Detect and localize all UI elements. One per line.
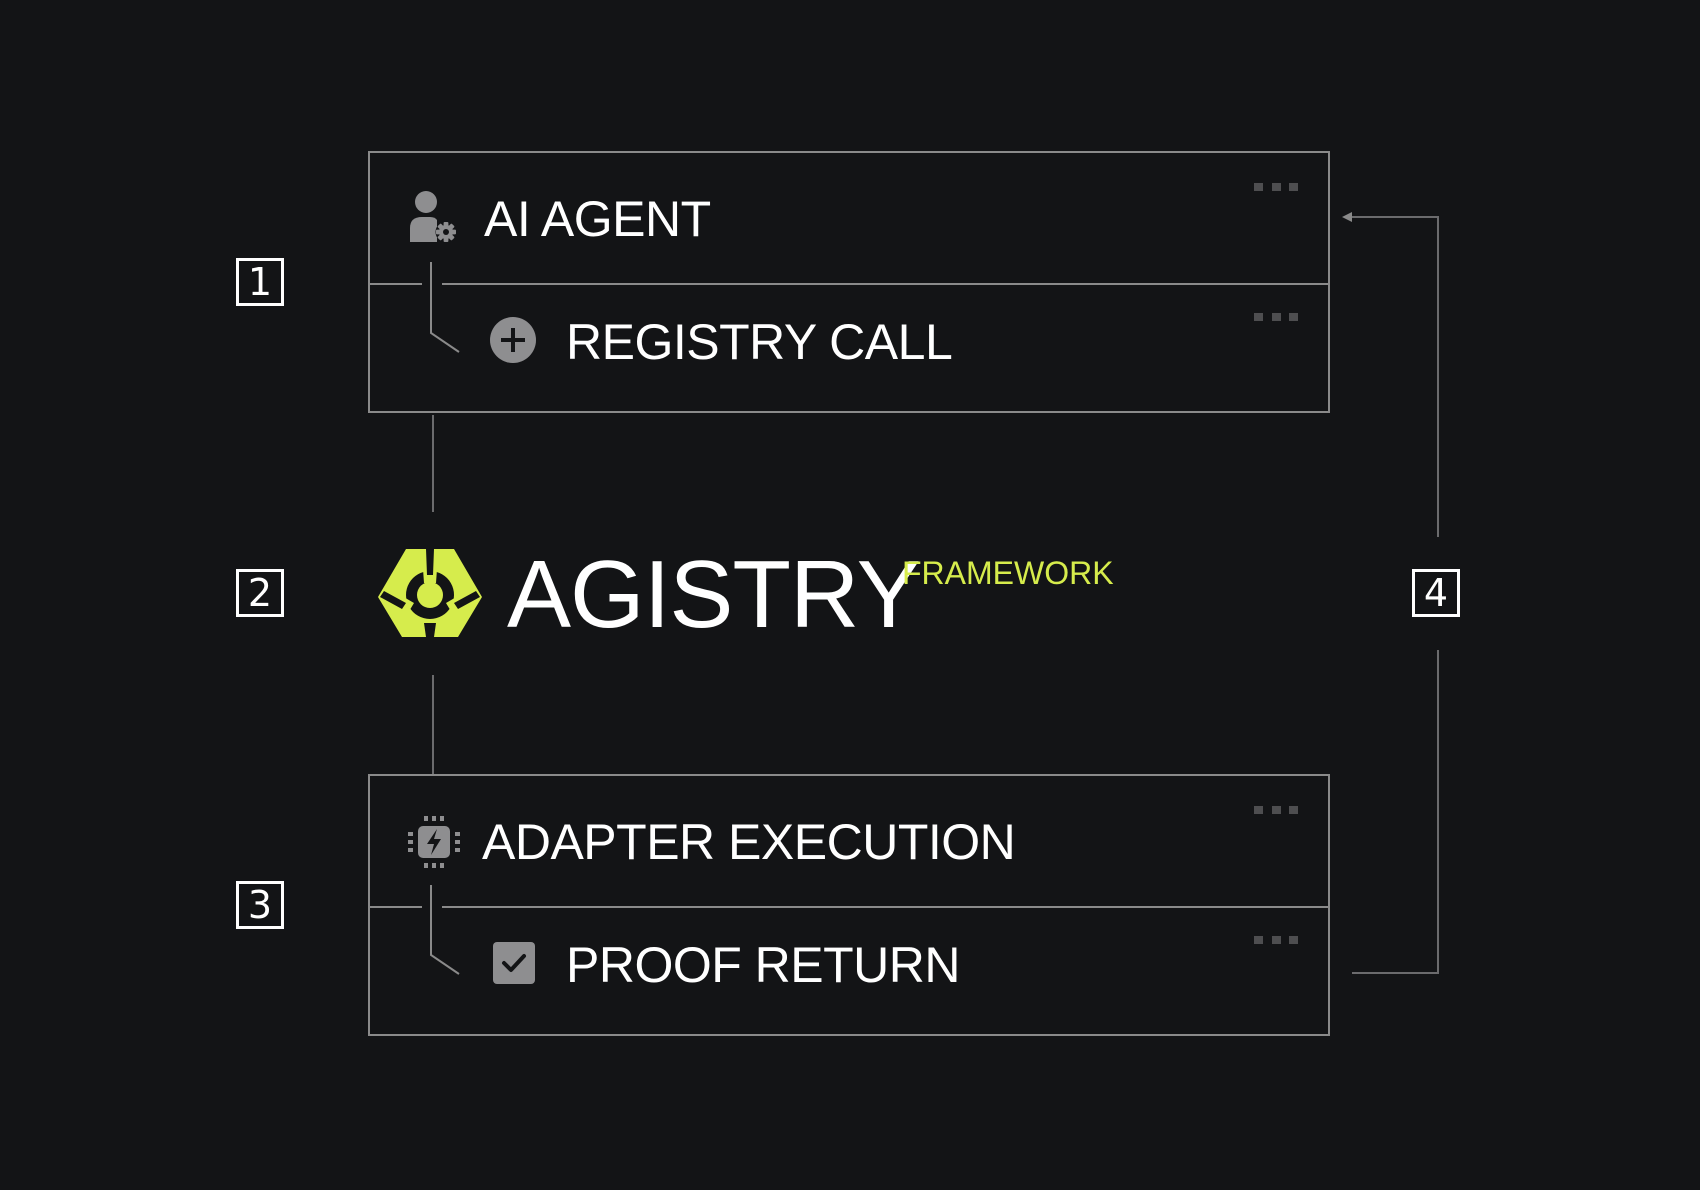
ai-agent-row[interactable]: AI AGENT — [370, 153, 1328, 283]
brand-tag: FRAMEWORK — [902, 555, 1114, 591]
divider — [370, 906, 422, 908]
adapter-execution-label: ADAPTER EXECUTION — [482, 814, 1016, 870]
arrow-head-icon — [1342, 212, 1352, 222]
more-dots-icon[interactable] — [1254, 806, 1298, 814]
registry-call-row[interactable]: REGISTRY CALL — [370, 285, 1328, 415]
divider — [442, 906, 1328, 908]
adapter-execution-row[interactable]: ADAPTER EXECUTION — [370, 776, 1328, 906]
step-number-3: 3 — [236, 881, 284, 929]
more-dots-icon[interactable] — [1254, 183, 1298, 191]
plus-circle-icon — [490, 317, 536, 363]
registry-call-label: REGISTRY CALL — [566, 314, 953, 370]
checkbox-checked-icon — [493, 942, 535, 984]
brand-name: AGISTRY — [507, 541, 921, 648]
divider — [442, 283, 1328, 285]
divider — [370, 283, 422, 285]
agistry-logo — [378, 549, 482, 637]
step-number-2: 2 — [236, 569, 284, 617]
more-dots-icon[interactable] — [1254, 936, 1298, 944]
proof-return-row[interactable]: PROOF RETURN — [370, 908, 1328, 1038]
user-gear-icon — [410, 191, 457, 243]
step-number-4: 4 — [1412, 569, 1460, 617]
ai-agent-label: AI AGENT — [484, 191, 711, 247]
step-number-1: 1 — [236, 258, 284, 306]
proof-return-label: PROOF RETURN — [566, 937, 961, 993]
more-dots-icon[interactable] — [1254, 313, 1298, 321]
execution-box: ADAPTER EXECUTION PROOF RETURN — [368, 774, 1330, 1036]
agent-box: AI AGENT REGISTRY CALL — [368, 151, 1330, 413]
chip-lightning-icon — [408, 816, 460, 868]
